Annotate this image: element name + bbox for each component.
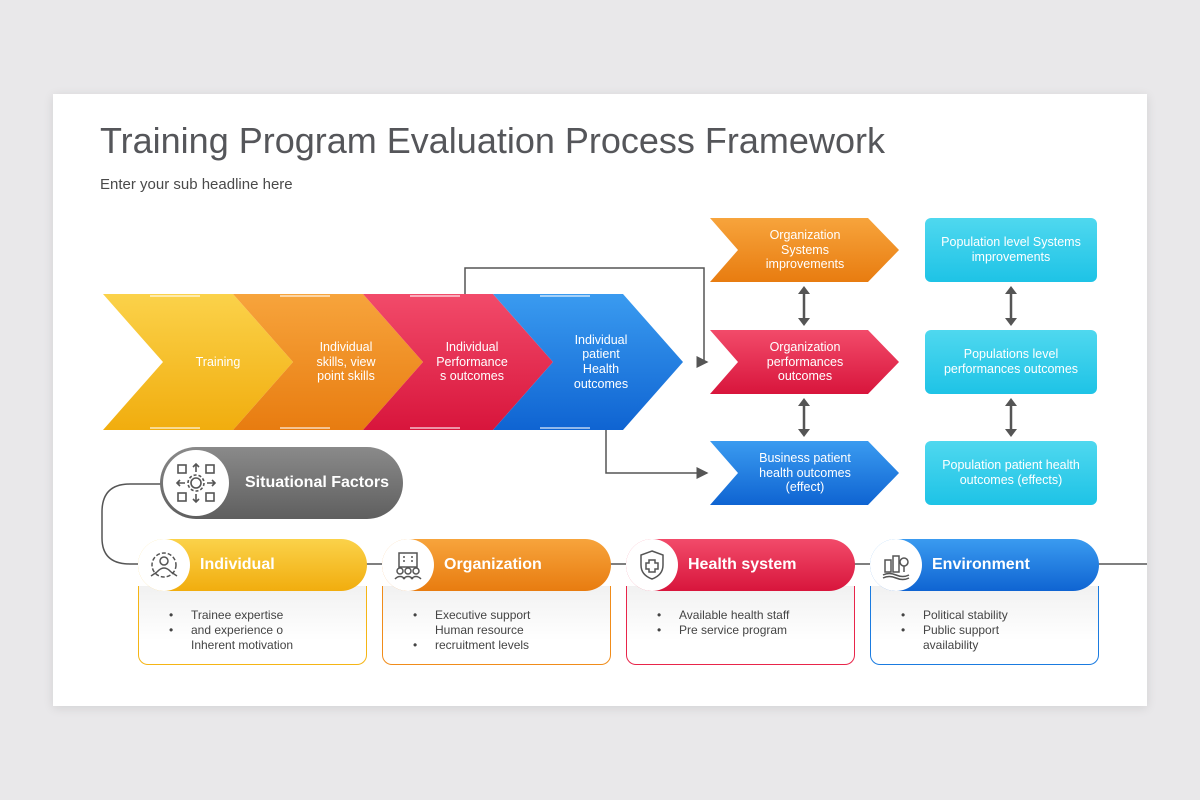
situational-factors-label: Situational Factors [245,474,390,491]
chevron-training [103,294,293,430]
connector-bottom [605,430,709,479]
list-item: Public support [901,623,1098,638]
factor-card-individual: Trainee expertise and experience o Inher… [138,586,367,665]
individual-icon [138,539,190,591]
arrow-label-org-performance: Organization performances outcomes [766,339,844,384]
factor-label-individual: Individual [200,556,275,573]
list-item: and experience o [169,623,366,638]
list-item: Trainee expertise [169,608,366,623]
chevron-label-training: Training [195,354,241,369]
connector-situational [101,483,165,565]
environment-icon [870,539,922,591]
arrow-label-business-outcomes: Business patient health outcomes (effect… [759,450,851,495]
list-item: recruitment levels [413,638,610,653]
factor-label-organization: Organization [444,556,542,573]
factor-card-health-system: Available health staff Pre service progr… [626,586,855,665]
factor-pill-environment: Environment [870,539,1099,591]
chevron-performance [363,294,553,430]
population-box-systems: Population level Systems improvements [925,218,1097,282]
chevron-label-skills: Individual skills, view point skills [316,339,376,384]
chevron-skills [233,294,423,430]
arrow-business-outcomes [710,441,899,505]
factor-label-environment: Environment [932,556,1030,573]
situational-factors-pill: Situational Factors [160,447,403,519]
list-item: Political stability [901,608,1098,623]
organization-icon [382,539,434,591]
population-box-performance: Populations level performances outcomes [925,330,1097,394]
list-item: Available health staff [657,608,854,623]
arrow-label-org-systems: Organization Systems improvements [765,227,845,272]
connector-top [464,267,705,362]
chevron-patient [493,294,683,430]
factor-pill-individual: Individual [138,539,367,591]
situational-factors-icon [163,450,229,516]
list-item: Inherent motivation [191,638,294,652]
chevron-label-performance: Individual Performance s outcomes [436,339,508,384]
page-title: Training Program Evaluation Process Fram… [100,120,885,161]
chevron-label-patient: Individual patient Health outcomes [573,332,629,391]
list-item: Executive support [413,608,610,623]
factor-pill-health-system: Health system [626,539,855,591]
factor-label-health-system: Health system [688,556,797,573]
factor-card-environment: Political stability Public support avail… [870,586,1099,665]
list-item: Human resource [435,623,524,637]
list-item: Pre service program [657,623,854,638]
arrow-org-systems [710,218,899,282]
page-subtitle: Enter your sub headline here [100,176,293,193]
factor-pill-organization: Organization [382,539,611,591]
list-item: availability [923,638,979,652]
population-box-health: Population patient health outcomes (effe… [925,441,1097,505]
health-system-icon [626,539,678,591]
arrow-org-performance [710,330,899,394]
factor-card-organization: Executive support Human resource recruit… [382,586,611,665]
